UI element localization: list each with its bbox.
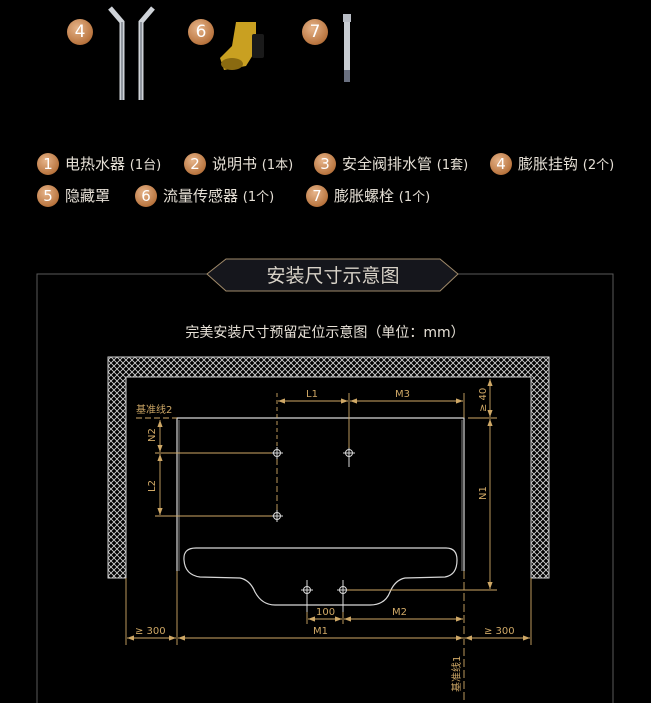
number-badge: 3 [314, 153, 336, 175]
section-title-banner [206, 258, 459, 292]
number-badge: 6 [135, 185, 157, 207]
label-m1: M1 [313, 626, 328, 637]
label-m3: M3 [395, 389, 410, 400]
item-qty: (1个) [398, 190, 431, 205]
accessory-badge-6: 6 [188, 19, 214, 45]
label-spacing: 100 [316, 607, 335, 618]
item-name: 膨胀挂钩 [518, 155, 579, 173]
label-right-gap: ≥ 300 [484, 626, 515, 637]
list-item: 7 膨胀螺栓 (1个) [306, 185, 430, 207]
item-name: 说明书 [212, 155, 258, 173]
item-name: 电热水器 [65, 155, 126, 173]
list-item: 2 说明书 (1本) [184, 153, 293, 175]
label-m2: M2 [392, 607, 407, 618]
accessory-badge-7: 7 [302, 19, 328, 45]
label-n1: N1 [478, 486, 489, 500]
item-qty: (1个) [242, 190, 275, 205]
label-left-gap: ≥ 300 [135, 626, 166, 637]
dimension-lines [125, 379, 532, 700]
item-name: 膨胀螺栓 [334, 187, 395, 205]
label-baseline2: 基准线2 [136, 403, 172, 416]
number-badge: 2 [184, 153, 206, 175]
label-top-gap: ≥ 40 [478, 388, 489, 412]
list-item: 6 流量传感器 (1个) [135, 185, 274, 207]
number-badge: 4 [490, 153, 512, 175]
section-frame [36, 273, 614, 703]
label-n2: N2 [147, 428, 158, 442]
item-qty: (1台) [129, 158, 162, 173]
list-item: 4 膨胀挂钩 (2个) [490, 153, 614, 175]
section-title: 安装尺寸示意图 [266, 265, 400, 287]
number-badge: 1 [37, 153, 59, 175]
label-l1: L1 [306, 389, 318, 400]
wall-hatch [107, 356, 550, 579]
list-item: 5 隐藏罩 [37, 185, 110, 207]
label-baseline1: 基准线1 [450, 656, 463, 692]
hole-markers [271, 447, 355, 612]
item-name: 隐藏罩 [65, 187, 111, 205]
list-item: 1 电热水器 (1台) [37, 153, 161, 175]
item-qty: (2个) [582, 158, 615, 173]
expansion-hook-image [108, 6, 155, 100]
number-badge: 5 [37, 185, 59, 207]
diagram-subtitle: 完美安装尺寸预留定位示意图（单位：mm） [185, 325, 465, 341]
list-item: 3 安全阀排水管 (1套) [314, 153, 468, 175]
accessory-badge-4: 4 [67, 19, 93, 45]
item-name: 安全阀排水管 [342, 155, 433, 173]
item-name: 流量传感器 [163, 187, 239, 205]
water-heater-outline [176, 417, 465, 606]
number-badge: 7 [306, 185, 328, 207]
item-qty: (1本) [261, 158, 294, 173]
label-l2: L2 [147, 480, 158, 492]
item-qty: (1套) [436, 158, 469, 173]
